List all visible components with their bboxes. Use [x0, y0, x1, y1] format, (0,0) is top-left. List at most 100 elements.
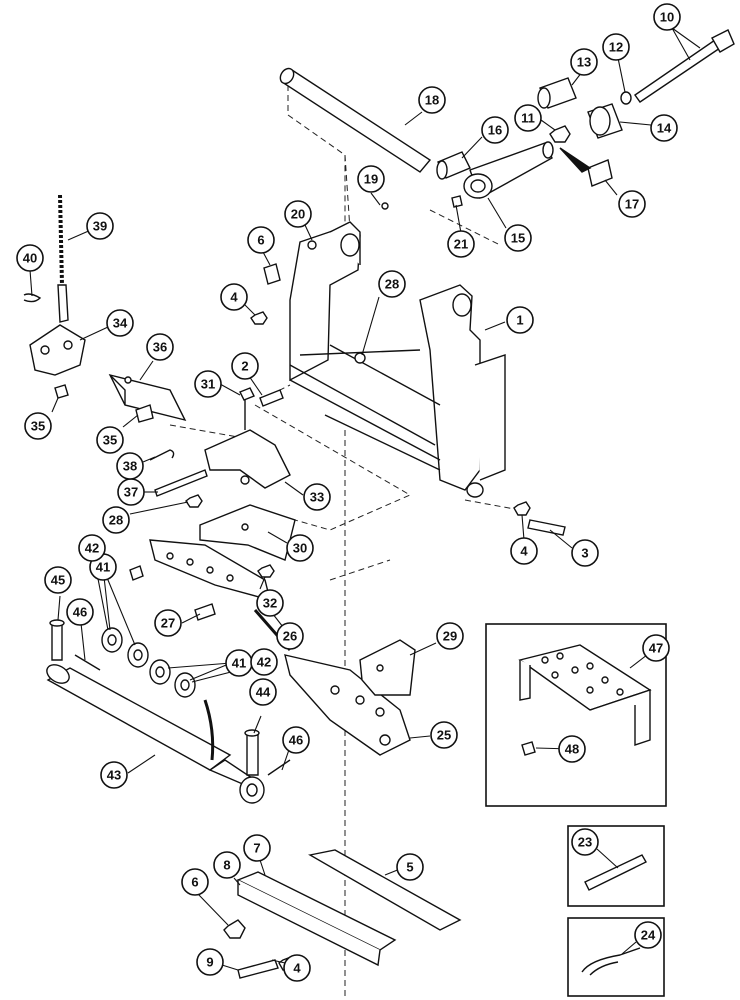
- svg-text:38: 38: [123, 459, 137, 474]
- part-26-channel: [129, 539, 292, 651]
- callout-6-upper: 6: [247, 226, 275, 254]
- parts-45-46-pins: [49, 619, 101, 671]
- part-18-shaft: [279, 67, 432, 173]
- callout-17: 17: [618, 190, 646, 218]
- svg-text:4: 4: [293, 961, 301, 976]
- callout-20: 20: [284, 200, 312, 228]
- callout-45: 45: [44, 566, 72, 594]
- svg-text:1: 1: [516, 313, 523, 328]
- left-chain-assembly: [23, 194, 86, 399]
- svg-text:48: 48: [565, 742, 579, 757]
- callout-47: 47: [642, 634, 670, 662]
- svg-text:41: 41: [232, 656, 246, 671]
- callout-7: 7: [243, 834, 271, 862]
- svg-text:39: 39: [93, 219, 107, 234]
- callout-48: 48: [558, 735, 586, 763]
- inset-24-box: [567, 917, 665, 997]
- callout-11: 11: [514, 104, 542, 132]
- part-33-bracket: [185, 387, 291, 508]
- part-36-bar: [108, 373, 208, 497]
- callout-40: 40: [16, 244, 44, 272]
- callout-32: 32: [256, 589, 284, 617]
- callout-38: 38: [116, 452, 144, 480]
- svg-text:2: 2: [241, 359, 248, 374]
- small-hardware-upper-right: [537, 77, 632, 187]
- svg-text:10: 10: [660, 10, 674, 25]
- svg-text:21: 21: [454, 237, 468, 252]
- svg-text:17: 17: [625, 197, 639, 212]
- callout-6-lower: 6: [181, 868, 209, 896]
- callout-36: 36: [146, 333, 174, 361]
- callout-41-lower: 41: [225, 649, 253, 677]
- callout-34: 34: [106, 309, 134, 337]
- svg-text:28: 28: [385, 277, 399, 292]
- svg-text:26: 26: [283, 629, 297, 644]
- callout-15: 15: [504, 224, 532, 252]
- svg-text:6: 6: [257, 233, 264, 248]
- svg-text:36: 36: [153, 340, 167, 355]
- callout-31: 31: [194, 370, 222, 398]
- callout-33: 33: [303, 483, 331, 511]
- svg-text:47: 47: [649, 641, 663, 656]
- svg-text:8: 8: [223, 858, 230, 873]
- svg-text:4: 4: [230, 290, 238, 305]
- callout-37: 37: [117, 478, 145, 506]
- part-1-main-frame: [289, 221, 506, 498]
- svg-text:25: 25: [437, 728, 451, 743]
- parts-44-46-pins: [244, 729, 291, 776]
- callout-46-left: 46: [66, 598, 94, 626]
- svg-text:41: 41: [96, 560, 110, 575]
- svg-text:11: 11: [521, 111, 535, 126]
- callout-23: 23: [571, 828, 599, 856]
- svg-text:42: 42: [257, 655, 271, 670]
- svg-text:9: 9: [206, 955, 213, 970]
- callout-30: 30: [286, 534, 314, 562]
- callout-26: 26: [276, 622, 304, 650]
- svg-text:6: 6: [191, 875, 198, 890]
- part-30-plate: [199, 504, 296, 561]
- parts-41-42-rollers: [101, 627, 196, 698]
- callout-4-right: 4: [510, 537, 538, 565]
- callout-12: 12: [602, 33, 630, 61]
- svg-text:28: 28: [109, 513, 123, 528]
- callout-13: 13: [570, 48, 598, 76]
- callout-21: 21: [447, 230, 475, 258]
- callout-43: 43: [100, 761, 128, 789]
- part-10-bolt: [634, 29, 735, 103]
- callouts: 1 2 3 4 4 4 5 6 6 7 8 9 10 11 12 13 14 1…: [16, 3, 681, 982]
- callout-16: 16: [481, 116, 509, 144]
- callout-28-lower: 28: [102, 506, 130, 534]
- svg-text:16: 16: [488, 123, 502, 138]
- svg-text:45: 45: [51, 573, 65, 588]
- svg-text:23: 23: [578, 835, 592, 850]
- svg-text:3: 3: [581, 546, 588, 561]
- callout-8: 8: [213, 851, 241, 879]
- callout-18: 18: [418, 86, 446, 114]
- callout-39: 39: [86, 212, 114, 240]
- part-15-pivot-arm: [463, 141, 554, 200]
- callout-3: 3: [571, 539, 599, 567]
- svg-text:46: 46: [73, 605, 87, 620]
- part-25-arm: [284, 639, 416, 756]
- callout-5: 5: [396, 853, 424, 881]
- svg-text:33: 33: [310, 490, 324, 505]
- svg-text:40: 40: [23, 251, 37, 266]
- svg-text:42: 42: [85, 541, 99, 556]
- svg-text:7: 7: [253, 841, 260, 856]
- svg-text:27: 27: [161, 616, 175, 631]
- callout-27: 27: [154, 609, 182, 637]
- svg-text:18: 18: [425, 93, 439, 108]
- callout-25: 25: [430, 721, 458, 749]
- svg-text:46: 46: [289, 733, 303, 748]
- svg-text:32: 32: [263, 596, 277, 611]
- callout-46-right: 46: [282, 726, 310, 754]
- callout-42-upper: 42: [78, 534, 106, 562]
- callout-19: 19: [357, 165, 385, 193]
- callout-1: 1: [506, 306, 534, 334]
- callout-35-middle: 35: [96, 426, 124, 454]
- svg-text:13: 13: [577, 55, 591, 70]
- svg-text:5: 5: [406, 860, 413, 875]
- svg-text:19: 19: [364, 172, 378, 187]
- svg-text:34: 34: [113, 316, 128, 331]
